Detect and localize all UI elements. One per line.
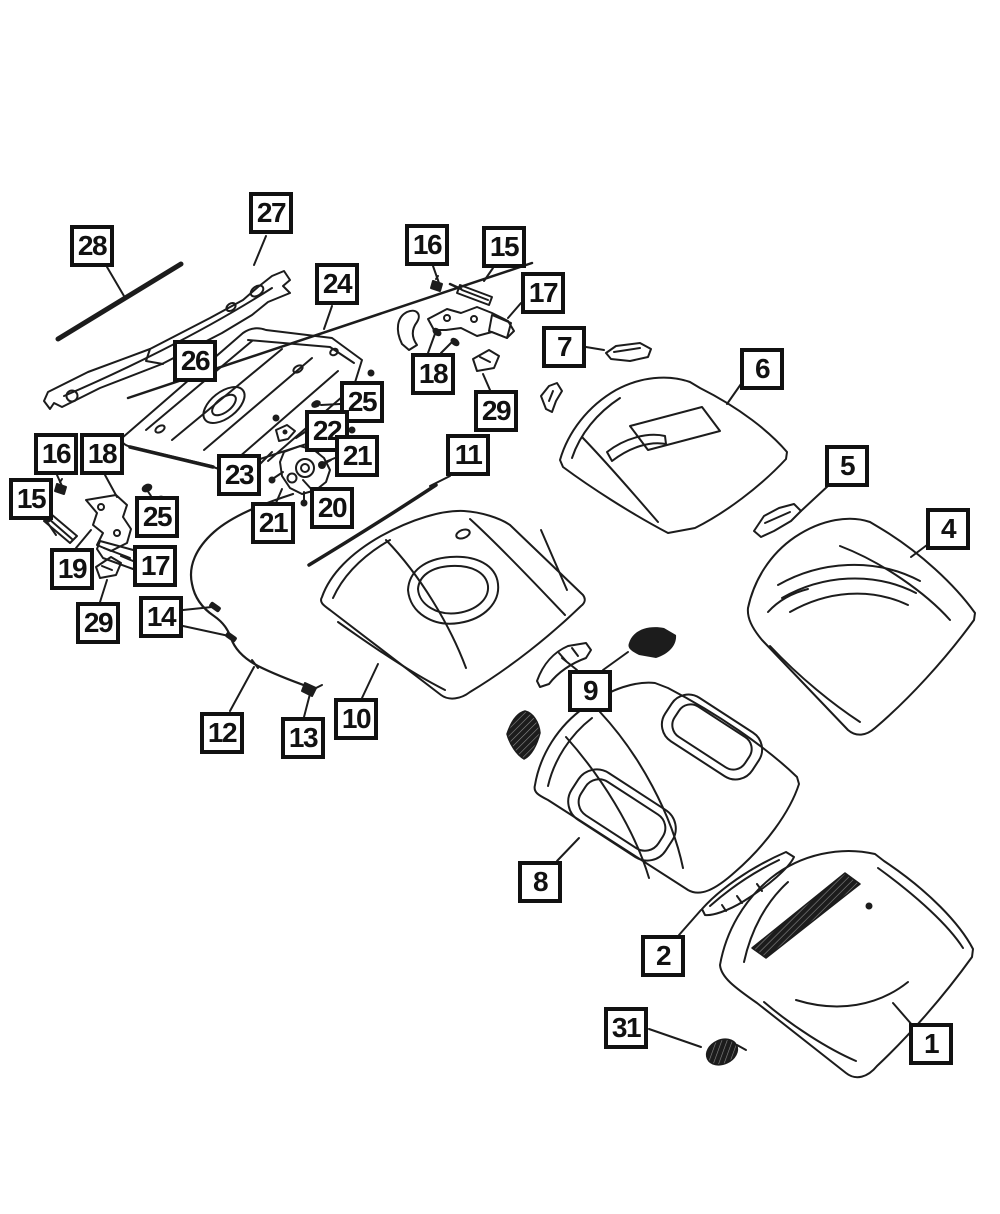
callout-17-top[interactable]: 17 — [521, 272, 565, 314]
scoop-5-drawing — [753, 503, 802, 538]
callout-5[interactable]: 5 — [825, 445, 869, 487]
callout-16-top[interactable]: 16 — [405, 224, 449, 266]
callout-26[interactable]: 26 — [173, 340, 217, 382]
callout-27[interactable]: 27 — [249, 192, 293, 234]
reinforcement-2-drawing — [701, 851, 795, 917]
callout-12[interactable]: 12 — [200, 712, 244, 754]
callout-21-lower[interactable]: 21 — [251, 502, 295, 544]
callout-29-top[interactable]: 29 — [474, 390, 518, 432]
callout-8[interactable]: 8 — [518, 861, 562, 903]
callout-24[interactable]: 24 — [315, 263, 359, 305]
callout-16-left[interactable]: 16 — [34, 433, 78, 475]
hood-panel-6-drawing — [559, 376, 788, 534]
callout-7[interactable]: 7 — [542, 326, 586, 368]
callout-29-left[interactable]: 29 — [76, 602, 120, 644]
callout-23[interactable]: 23 — [217, 454, 261, 496]
hood-panel-4-drawing — [746, 517, 976, 736]
callout-20[interactable]: 20 — [310, 487, 354, 529]
callout-6[interactable]: 6 — [740, 348, 784, 390]
grommet-31-drawing — [705, 1038, 747, 1066]
callout-18-left[interactable]: 18 — [80, 433, 124, 475]
callout-15-top[interactable]: 15 — [482, 226, 526, 268]
callout-18-top[interactable]: 18 — [411, 353, 455, 395]
callout-2[interactable]: 2 — [641, 935, 685, 977]
mesh-screen-drawing — [506, 710, 541, 760]
callout-10[interactable]: 10 — [334, 698, 378, 740]
callout-15-left[interactable]: 15 — [9, 478, 53, 520]
callout-4[interactable]: 4 — [926, 508, 970, 550]
fastener-dots — [272, 369, 375, 434]
leader-lines — [44, 235, 928, 1048]
callout-17-left[interactable]: 17 — [133, 545, 177, 587]
callout-11[interactable]: 11 — [446, 434, 490, 476]
callout-31[interactable]: 31 — [604, 1007, 648, 1049]
release-cable-drawing — [189, 492, 323, 697]
callout-21-upper[interactable]: 21 — [335, 435, 379, 477]
weatherstrip-28-drawing — [55, 261, 184, 342]
callout-28[interactable]: 28 — [70, 225, 114, 267]
scoop-bezel-7-drawing — [540, 342, 652, 413]
callout-25-left[interactable]: 25 — [135, 496, 179, 538]
seal-strip-11-drawing — [307, 483, 438, 567]
callout-9[interactable]: 9 — [568, 670, 612, 712]
hood-silencer-24-drawing — [120, 327, 363, 471]
callout-1[interactable]: 1 — [909, 1023, 953, 1065]
hood-panel-10-drawing — [320, 509, 586, 700]
hood-panel-1-drawing — [719, 850, 974, 1079]
cowl-grille-27-drawing — [43, 270, 291, 410]
hood-panel-8-drawing — [533, 681, 800, 894]
callout-14[interactable]: 14 — [139, 596, 183, 638]
callout-13[interactable]: 13 — [281, 717, 325, 759]
callout-19[interactable]: 19 — [50, 548, 94, 590]
callout-25-top[interactable]: 25 — [340, 381, 384, 423]
